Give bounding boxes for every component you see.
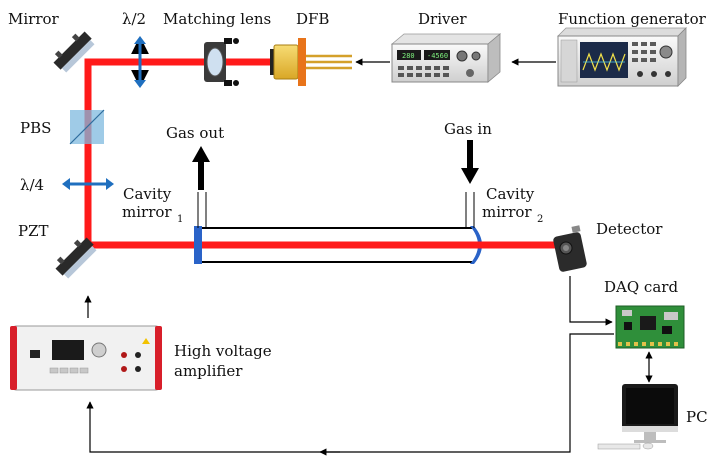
gas-out-arrow xyxy=(192,146,210,190)
daq-card-icon xyxy=(615,305,685,349)
pc-label: PC xyxy=(686,408,708,426)
cavity-mirror-1-label-line2: mirror xyxy=(122,203,172,221)
pbs-label: PBS xyxy=(20,119,51,137)
half-wave-plate-icon xyxy=(131,36,149,88)
cavity-mirror-2-label-line1: Cavity xyxy=(486,185,535,203)
gas-in-arrow xyxy=(461,140,479,184)
cavity-mirror-2-label-line2: mirror xyxy=(482,203,532,221)
hv-amp-label-line2: amplifier xyxy=(174,362,243,380)
cavity-mirror-2-subscript: 2 xyxy=(537,214,543,225)
gas-out-label: Gas out xyxy=(166,124,224,142)
dfb-laser-icon xyxy=(270,38,352,86)
function-generator-icon xyxy=(557,27,687,87)
gas-in-label: Gas in xyxy=(444,120,492,138)
detector-label: Detector xyxy=(596,220,663,238)
daq-card-label: DAQ card xyxy=(604,278,678,296)
quarter-wave-plate-icon xyxy=(62,178,114,190)
imac-computer-icon xyxy=(597,384,678,450)
mirror-label: Mirror xyxy=(8,10,60,28)
photodetector-icon xyxy=(553,225,587,272)
detector-to-daq-arrow xyxy=(569,276,613,326)
mirror-mount-icon xyxy=(53,31,95,73)
quarter-wave-label: λ/4 xyxy=(20,176,44,194)
half-wave-label: λ/2 xyxy=(122,10,146,28)
lens-mount-icon xyxy=(204,38,239,86)
matching-lens-label: Matching lens xyxy=(163,10,271,28)
pbs-cube-icon xyxy=(69,109,105,145)
driver-display-right: -4560 xyxy=(427,52,448,60)
function-generator-label: Function generator xyxy=(558,10,707,28)
cavity-mirror-2 xyxy=(470,226,482,264)
daq-to-amp-feedback xyxy=(86,333,614,453)
cavity-mirror-1-label-line1: Cavity xyxy=(123,185,172,203)
optical-cavity xyxy=(194,192,482,264)
hv-amp-label-line1: High voltage xyxy=(174,342,272,360)
pzt-label: PZT xyxy=(18,222,49,240)
driver-display-left: 280 xyxy=(402,52,415,60)
driver-label: Driver xyxy=(418,10,467,28)
laser-driver-icon: 280 -4560 xyxy=(390,33,502,83)
pzt-mirror-icon xyxy=(55,237,97,279)
dfb-label: DFB xyxy=(296,10,329,28)
cavity-mirror-1 xyxy=(194,226,202,264)
hv-amplifier-icon xyxy=(10,325,162,391)
cavity-mirror-1-subscript: 1 xyxy=(177,214,183,225)
